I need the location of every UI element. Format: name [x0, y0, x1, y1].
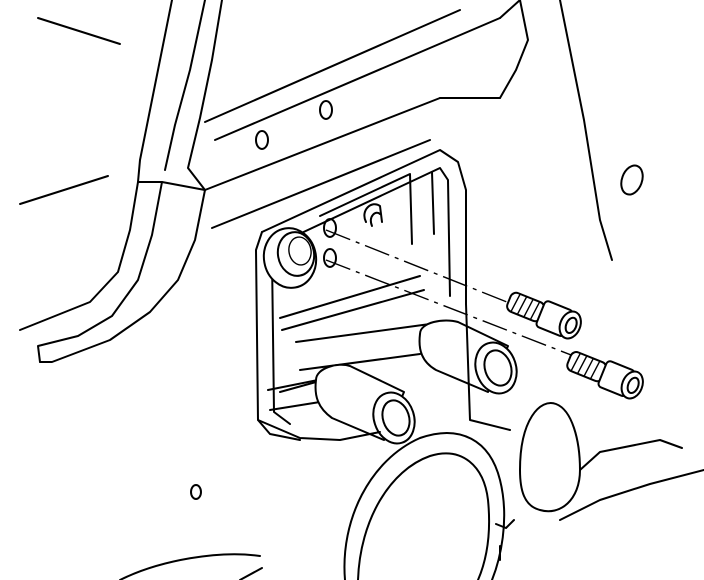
panel-hole-2	[255, 130, 269, 150]
frame-hole-upper	[323, 218, 337, 238]
tube-upper	[295, 319, 518, 395]
body-panel	[19, 0, 644, 500]
bolt-upper	[506, 291, 582, 340]
bolt-lower	[566, 351, 644, 400]
panel-hole-3	[620, 164, 644, 196]
tube-lower	[267, 363, 416, 445]
panel-hole-1	[319, 100, 333, 120]
lower-housing	[119, 303, 704, 580]
grommet	[262, 227, 318, 289]
panel-hole-4	[190, 484, 202, 500]
frame-hole-lower	[323, 248, 337, 268]
alignment-lines	[325, 229, 585, 361]
